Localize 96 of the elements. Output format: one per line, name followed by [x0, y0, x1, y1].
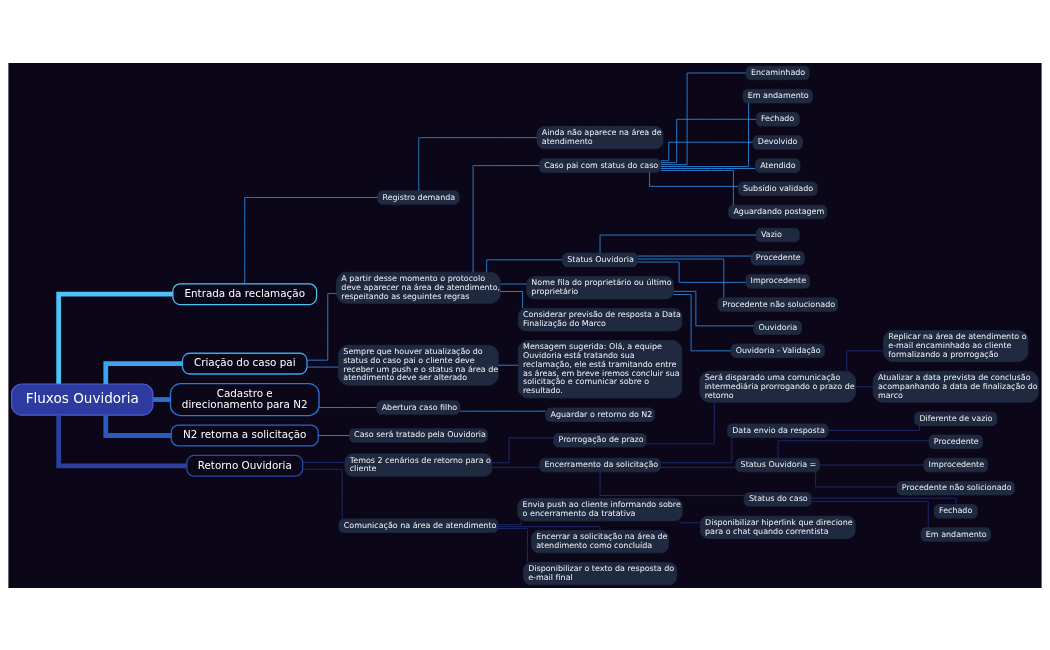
node-box: Ouvidoria [753, 320, 803, 335]
node-box: Aguardar o retorno do N2 [545, 407, 655, 422]
connector [660, 72, 747, 165]
connector [679, 520, 701, 523]
connector [497, 525, 601, 531]
connector [637, 258, 725, 298]
connector [56, 414, 187, 468]
connector [318, 406, 378, 408]
node-box: Atendido [754, 157, 801, 173]
node-box: Em andamento [742, 88, 813, 103]
node-box: Procedente não solicionado [896, 480, 1015, 495]
node-box: Procedente [928, 434, 983, 449]
connector [660, 436, 733, 463]
connector [418, 136, 538, 191]
node-box: N2 retorna a solicitação [170, 423, 319, 446]
node-box: Vazio [755, 227, 800, 242]
node-box: Considerar previsão de resposta a Data Finalização do Marco [517, 307, 683, 331]
connector [673, 290, 755, 326]
node-box: Aguardando postagem [728, 204, 828, 219]
node-box: Comunicação na área de atendimento [338, 518, 499, 533]
node-box: Encerramento da solicitação [539, 457, 661, 472]
connector [660, 118, 757, 163]
connector [153, 396, 171, 402]
connector [810, 497, 957, 505]
node-box: Mensagem sugerida: Olá, a equipe Ouvidoria está tratando sua reclamação, ele está tramitando entre as áreas, em breve iremos concluir sua solicitação e comunicar sobre o resultado. [517, 339, 683, 398]
node-box: Temos 2 cenários de retorno para o cliente [344, 452, 493, 477]
connector [497, 520, 522, 525]
node-box: Procedente não solucionado [717, 296, 838, 312]
node-box: A partir desse momento o protocolo deve aparecer na área de atendimento, respeitando as seguintes regras [336, 271, 501, 304]
connector [673, 293, 732, 351]
connector [306, 366, 339, 367]
node-box: Retorno Ouvidoria [186, 454, 304, 477]
node-box: Caso será tratado pela Ouvidoria [348, 427, 488, 443]
connector [491, 436, 555, 463]
connector [649, 171, 739, 187]
connector [599, 234, 757, 253]
connector [660, 141, 754, 161]
connector [302, 461, 346, 463]
node-box: Replicar na área de atendimento o e-mail encaminhado ao cliente formalizando a prorrogação [883, 329, 1029, 362]
connector [811, 500, 929, 528]
node-box: Data envio da resposta [727, 423, 829, 438]
connector [306, 292, 337, 361]
node-box: Abertura caso filho [376, 399, 461, 415]
connector [660, 466, 737, 468]
node-box: Fechado [933, 503, 978, 519]
connector [244, 196, 378, 284]
connector [497, 527, 528, 563]
node-box: Caso pai com status do caso [538, 157, 662, 173]
connector [599, 471, 745, 496]
node-box: Improcedente [745, 273, 811, 289]
connector [499, 290, 524, 309]
connector [819, 464, 925, 465]
node-box: Diferente de vazio [914, 411, 998, 426]
node-box: Envia push ao cliente informando sobre o encerramento da tratativa [517, 497, 683, 521]
node-box: Disponibilizar o texto da resposta do e-mail final [523, 561, 678, 585]
connector [317, 434, 350, 436]
connector [637, 261, 747, 283]
connector [302, 468, 343, 519]
node-box: Status Ouvidoria = [735, 457, 821, 472]
node-box: Status do caso [743, 491, 812, 507]
connector [472, 164, 540, 272]
connector [777, 439, 930, 459]
connector [660, 169, 734, 205]
node-box: Ouvidoria - Validação [730, 343, 825, 358]
connector [815, 471, 898, 487]
connector [846, 349, 884, 372]
node-box: Fluxos Ouvidoria [11, 382, 154, 416]
node-box: Improcedente [923, 457, 989, 472]
node-box: Em andamento [920, 526, 991, 542]
connector [660, 102, 749, 167]
node-box: Subsídio validado [737, 181, 818, 196]
node-box: Encaminhado [745, 65, 810, 80]
node-box: Devolvido [752, 134, 803, 150]
node-box: Fechado [755, 111, 800, 126]
node-box: Atualizar a data prevista de conclusão acompanhando a data de finalização do marco [872, 370, 1039, 403]
node-box: Ainda não aparece na área de atendimento [536, 125, 664, 149]
node-box: Prorrogação de prazo [553, 432, 647, 447]
node-box: Encerrar a solicitação na área de atendimento como concluída [531, 529, 670, 553]
node-box: Procedente [750, 250, 805, 265]
node-box: Status Ouvidoria [562, 252, 638, 267]
node-box: Nome fila do proprietário ou último proprietário [526, 275, 674, 299]
node-box: Registro demanda [377, 189, 460, 205]
connector [827, 424, 920, 431]
connector [491, 466, 541, 468]
connector [660, 167, 756, 169]
node-box: Criação do caso pai [181, 352, 308, 375]
node-box: Entrada da reclamação [172, 282, 318, 305]
node-box: Disponibilizar hiperlink que direcione para o chat quando correntista [699, 515, 856, 539]
connector [497, 364, 519, 366]
connector [56, 291, 173, 384]
connector [646, 401, 715, 444]
connector [486, 258, 563, 273]
connector [855, 385, 874, 387]
node-box: Sempre que houver atualização do status do caso pai o cliente deve receber um push e o status na área de atendimento deve ser alterado [338, 344, 499, 386]
node-box: Cadastro e direcionamento para N2 [169, 382, 320, 416]
node-box: Será disparado uma comunicação intermediária prorrogando o prazo de retorno [699, 370, 856, 403]
